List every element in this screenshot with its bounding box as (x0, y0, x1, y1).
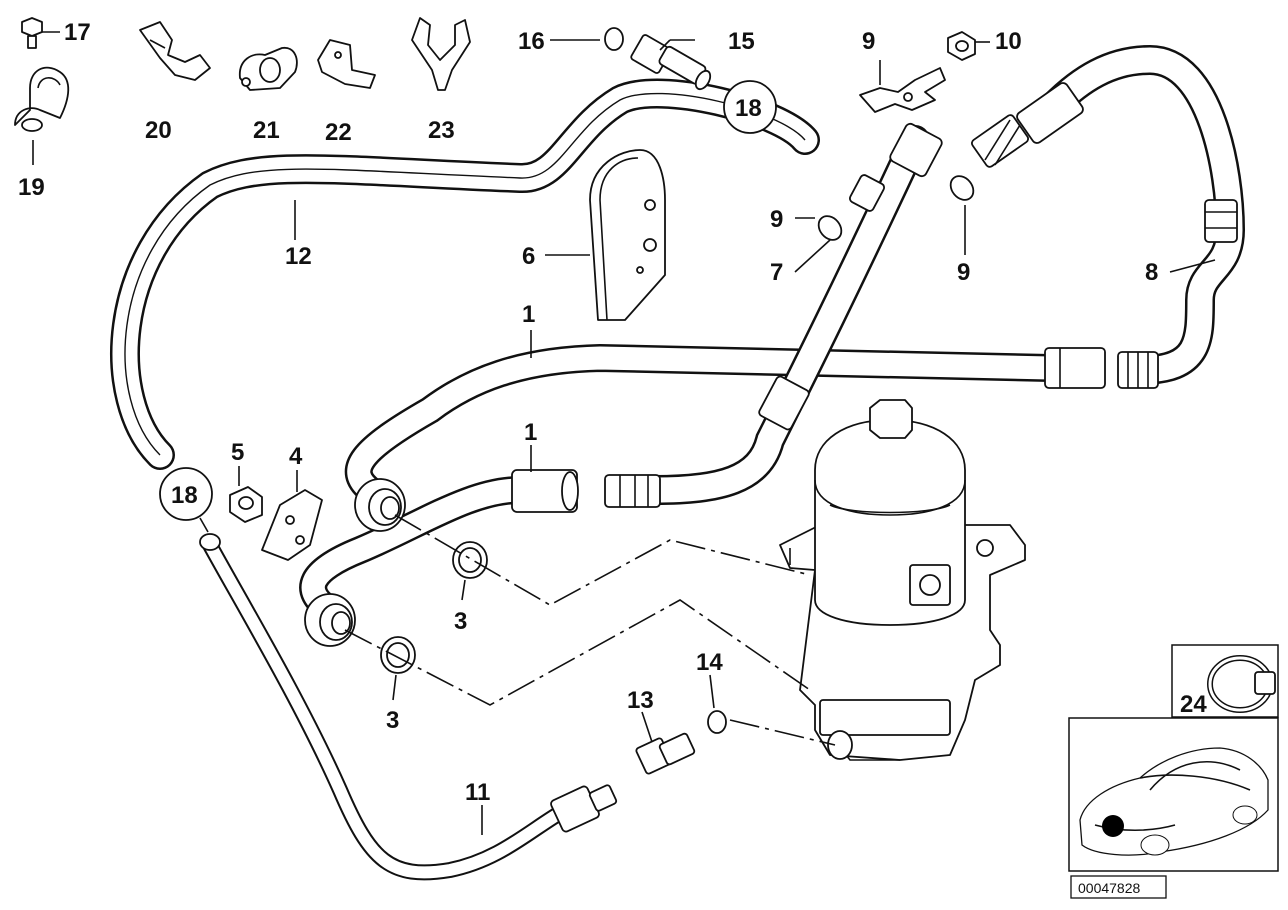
label-22: 21 (253, 117, 280, 144)
label-11: 10 (995, 28, 1022, 55)
o-ring-9-left (817, 215, 843, 241)
label-3-upper: 3 (454, 608, 467, 635)
label-2: 1 (522, 301, 535, 328)
o-ring-3-upper (452, 541, 488, 579)
label-24: 23 (428, 117, 455, 144)
clip-22 (239, 47, 298, 91)
clip-23 (317, 39, 376, 89)
label-1: 1 (524, 419, 537, 446)
power-steering-pump-assembly (779, 399, 1026, 761)
label-19: 17 (64, 19, 91, 46)
label-23: 22 (325, 119, 352, 146)
label-3-lower: 3 (386, 707, 399, 734)
clamp-20 (14, 66, 70, 132)
o-ring-9-right (949, 175, 975, 201)
nut-5 (229, 486, 263, 523)
o-ring-15 (707, 710, 727, 734)
o-ring-17 (604, 27, 624, 51)
hose-2-end-fitting (1044, 347, 1106, 389)
hose-8-end-fitting (1117, 351, 1159, 389)
circled-ref-18-left-text: 18 (171, 482, 198, 509)
label-20: 19 (18, 174, 45, 201)
location-marker-icon (1102, 815, 1124, 837)
label-6: 6 (522, 243, 535, 270)
clip-21 (139, 21, 211, 81)
label-9-left: 9 (770, 206, 783, 233)
bolt-19 (21, 17, 43, 49)
hose-13 (110, 78, 820, 470)
label-9-right: 9 (957, 259, 970, 286)
label-12: 11 (465, 779, 490, 806)
circled-ref-18-left: 18 (159, 467, 213, 533)
fitting-14 (635, 732, 696, 775)
label-17: 16 (518, 28, 545, 55)
label-14: 13 (627, 687, 654, 714)
label-16: 15 (728, 28, 755, 55)
label-5: 5 (231, 439, 244, 466)
inset-car-locator (1068, 717, 1279, 872)
nut-11 (947, 31, 976, 61)
connection-leaders (344, 514, 836, 746)
clip-24 (411, 17, 471, 91)
fitting-16 (630, 34, 712, 91)
label-15: 14 (696, 649, 723, 676)
document-code: 00047828 (1078, 880, 1141, 896)
o-ring-3-lower (380, 636, 416, 674)
inset-label-18: 24 (1180, 691, 1207, 718)
inset-hose-clamp: 24 (1171, 644, 1279, 718)
hose-8-top-fitting (971, 82, 1084, 168)
document-code-box: 00047828 (1070, 875, 1167, 899)
label-4: 4 (289, 443, 303, 470)
label-21: 20 (145, 117, 172, 144)
label-10: 9 (862, 28, 875, 55)
hose-7-end-fitting (604, 474, 661, 508)
hose-1 (299, 469, 579, 624)
fork-clip-10 (859, 67, 946, 113)
bracket-6 (589, 149, 666, 321)
hose-8 (1040, 44, 1246, 385)
bracket-4 (261, 489, 323, 561)
banjo-fitting-upper (354, 478, 406, 532)
label-8: 8 (1145, 259, 1158, 286)
circled-ref-18-top: 18 (723, 80, 777, 134)
label-7: 7 (770, 259, 783, 286)
hose-7 (640, 122, 943, 505)
banjo-fitting-lower (304, 593, 356, 647)
hose-2 (344, 343, 1064, 504)
line-12 (199, 533, 618, 881)
label-leaders (32, 31, 1216, 835)
label-13: 12 (285, 243, 312, 270)
circled-ref-18-top-text: 18 (735, 95, 762, 122)
